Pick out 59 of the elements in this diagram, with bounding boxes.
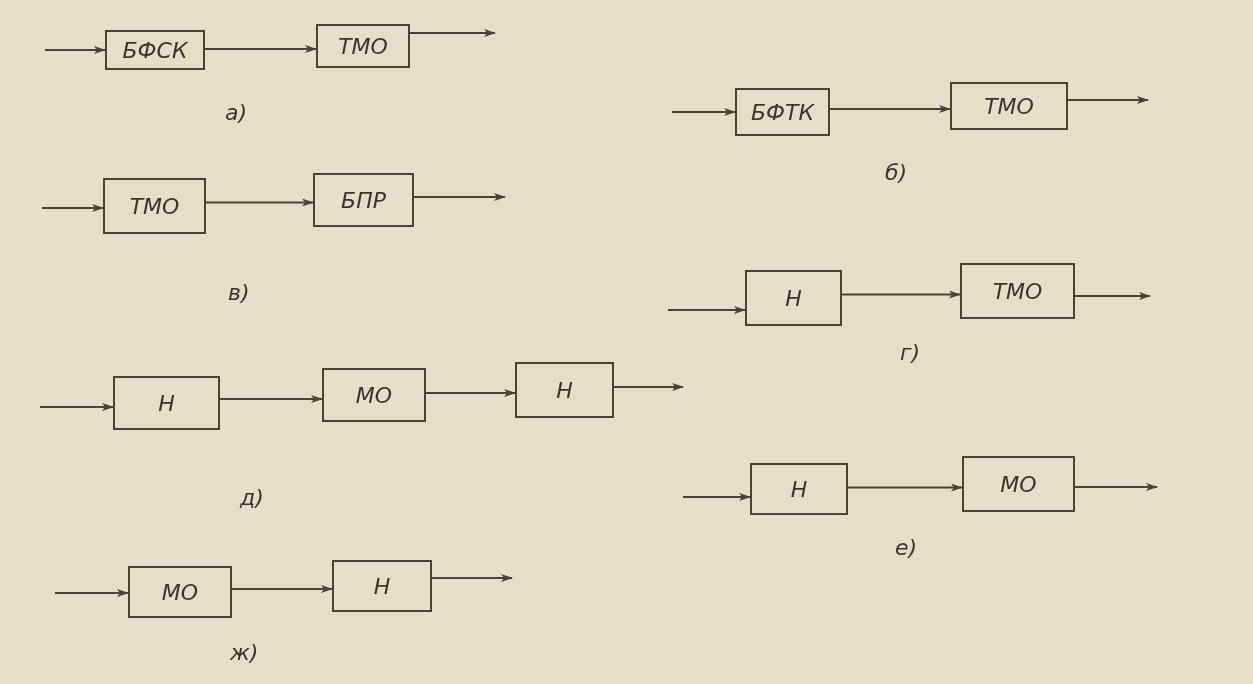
process-box	[745, 270, 842, 326]
process-box	[950, 82, 1068, 130]
process-box	[313, 173, 414, 227]
process-box	[103, 178, 206, 234]
process-box	[332, 560, 432, 612]
process-box	[113, 376, 220, 430]
arrow	[409, 29, 496, 37]
subfigure-label: а)	[225, 100, 248, 125]
box-label: ТМО	[129, 193, 180, 219]
subfigure-label: д)	[240, 485, 264, 510]
box-label: Н	[158, 390, 175, 416]
box-label: ТМО	[338, 33, 388, 59]
process-box	[735, 88, 830, 136]
arrow	[613, 383, 684, 391]
arrow	[219, 395, 323, 403]
arrow	[829, 105, 951, 113]
arrow	[44, 46, 106, 54]
process-box	[316, 24, 410, 68]
subfigure-label: ж)	[230, 640, 259, 665]
arrow	[431, 574, 513, 582]
box-label: МО	[161, 579, 199, 605]
subfigure-label: г)	[900, 340, 921, 365]
arrow	[54, 589, 129, 597]
process-box	[128, 566, 232, 618]
box-label: БФТК	[750, 99, 815, 125]
box-label: Н	[785, 285, 802, 311]
arrow	[1067, 96, 1149, 104]
arrow	[205, 198, 314, 207]
arrow	[1074, 483, 1158, 491]
arrow	[847, 483, 963, 492]
box-label: Н	[556, 377, 573, 403]
arrow	[39, 403, 114, 411]
subfigure-label: б)	[885, 160, 908, 185]
box-label: ТМО	[984, 93, 1034, 119]
process-box	[962, 456, 1075, 512]
process-box	[105, 30, 205, 70]
arrow	[204, 45, 317, 53]
process-box	[515, 362, 614, 418]
subfigure-label: в)	[228, 280, 250, 305]
arrow	[425, 389, 516, 397]
box-label: ТМО	[992, 278, 1043, 304]
subfigure-label: е)	[895, 535, 918, 560]
arrow	[231, 585, 333, 593]
box-label: БПР	[341, 187, 386, 213]
process-box	[750, 463, 848, 515]
box-label: Н	[790, 476, 808, 502]
arrow	[682, 493, 751, 501]
arrow	[671, 108, 736, 116]
box-label: МО	[1000, 471, 1037, 497]
box-label: МО	[355, 382, 393, 408]
box-label: Н	[373, 573, 391, 599]
arrow	[667, 306, 746, 314]
arrow	[413, 193, 506, 201]
process-box	[322, 368, 426, 422]
box-label: БФСК	[122, 37, 188, 63]
process-box	[960, 263, 1075, 319]
arrow	[841, 290, 961, 299]
arrow	[1074, 292, 1151, 300]
arrow	[41, 204, 104, 212]
